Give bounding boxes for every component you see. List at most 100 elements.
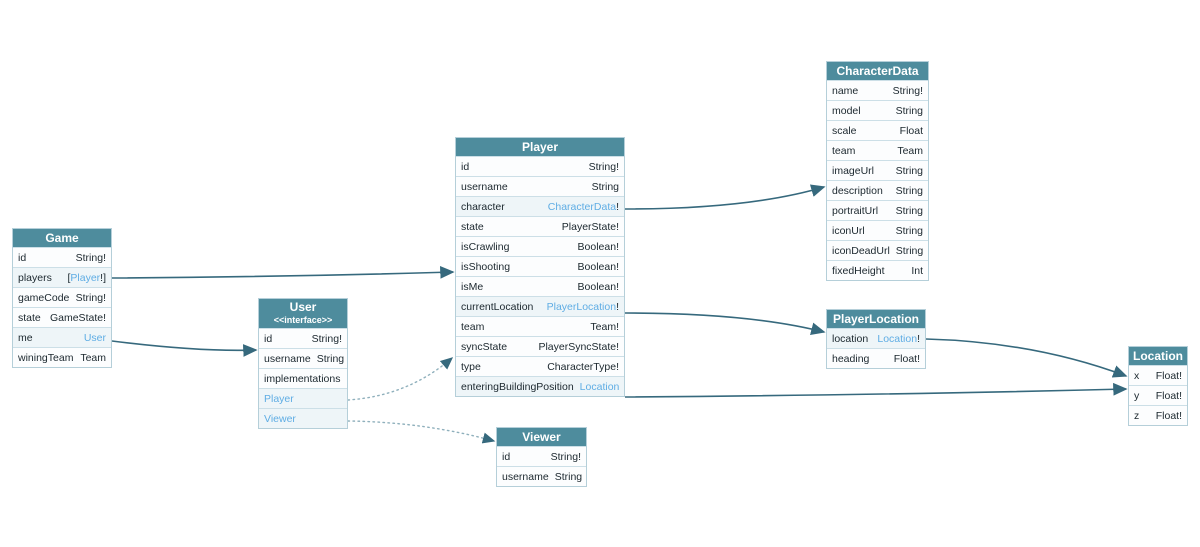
type-link[interactable]: Player	[70, 271, 101, 284]
edge-player-enteringposition-to-location	[624, 382, 1128, 398]
field-type: Location	[579, 377, 620, 396]
field-row-player-currentLocation[interactable]: currentLocation PlayerLocation!	[456, 296, 624, 316]
field-type: String	[555, 467, 582, 486]
field-name: currentLocation	[461, 300, 534, 313]
field-row-viewer-username: username String	[497, 466, 586, 486]
field-type: String!	[312, 329, 342, 348]
field-type: Float!	[893, 349, 920, 368]
type-link[interactable]: CharacterData	[547, 200, 617, 213]
field-row-player-isShooting: isShooting Boolean!	[456, 256, 624, 276]
field-type: String!	[589, 157, 619, 176]
type-text: String	[895, 244, 924, 257]
field-name: name	[832, 84, 859, 97]
type-text: Team!	[590, 320, 619, 333]
type-text: Float!	[893, 352, 920, 365]
type-node-header-player[interactable]: Player	[456, 138, 624, 156]
type-text: PlayerState!	[561, 220, 619, 233]
field-name: id	[461, 160, 470, 173]
type-node-header-game[interactable]: Game	[13, 229, 111, 247]
field-row-user-Viewer[interactable]: Viewer	[259, 408, 347, 428]
type-node-header-user[interactable]: User<<interface>>	[259, 299, 347, 328]
type-text: String	[895, 184, 923, 197]
field-type: Boolean!	[578, 257, 619, 276]
field-row-game-me[interactable]: me User	[13, 327, 111, 347]
field-row-characterdata-iconDeadUrl: iconDeadUrl String	[827, 240, 928, 260]
field-name: username	[461, 180, 508, 193]
field-name: username	[502, 470, 549, 483]
field-name: iconUrl	[832, 224, 865, 237]
field-row-user-Player[interactable]: Player	[259, 388, 347, 408]
type-text: String!	[75, 291, 106, 304]
field-name: z	[1134, 409, 1140, 422]
field-name: scale	[832, 124, 857, 137]
field-type: [Player!]	[67, 268, 106, 287]
type-node-header-characterdata[interactable]: CharacterData	[827, 62, 928, 80]
field-row-player-character[interactable]: character CharacterData!	[456, 196, 624, 216]
type-text: !	[616, 200, 619, 213]
field-name: description	[832, 184, 883, 197]
field-name: heading	[832, 352, 870, 365]
field-type: Location!	[877, 329, 920, 348]
field-type: Int	[911, 261, 923, 280]
type-text: Boolean!	[577, 240, 619, 253]
field-name: me	[18, 331, 33, 344]
type-text: !]	[100, 271, 106, 284]
type-text: CharacterType!	[547, 360, 619, 373]
field-name: iconDeadUrl	[832, 244, 890, 257]
field-type: String!	[892, 81, 923, 100]
field-name: id	[18, 251, 27, 264]
field-type: Team	[80, 348, 106, 367]
type-name: User	[289, 300, 317, 314]
type-link[interactable]: Location	[877, 332, 918, 345]
field-name: team	[832, 144, 856, 157]
field-type: String	[316, 349, 345, 368]
field-type: Float	[900, 121, 923, 140]
field-type: CharacterData!	[547, 197, 619, 216]
field-row-game-players[interactable]: players[Player!]	[13, 267, 111, 287]
type-text: Float!	[1155, 369, 1182, 382]
implementation-link[interactable]: Viewer	[264, 412, 296, 425]
type-text: String	[316, 352, 345, 365]
type-text: String!	[892, 84, 923, 97]
type-text: PlayerSyncState!	[538, 340, 619, 353]
field-name: isShooting	[461, 260, 511, 273]
type-text: String	[895, 164, 923, 177]
type-node-header-viewer[interactable]: Viewer	[497, 428, 586, 446]
field-name: state	[18, 311, 41, 324]
implementation-link[interactable]: Player	[264, 392, 294, 405]
field-type: PlayerState!	[561, 217, 619, 236]
field-type: Team	[897, 141, 923, 160]
type-node-header-location[interactable]: Location	[1129, 347, 1187, 365]
type-node-header-playerlocation[interactable]: PlayerLocation	[827, 310, 925, 328]
field-type: String	[896, 101, 923, 120]
field-type: CharacterType!	[547, 357, 619, 376]
type-text: !	[616, 300, 619, 313]
field-name: character	[461, 200, 505, 213]
type-text: Int	[911, 264, 923, 277]
field-name: syncState	[461, 340, 508, 353]
type-link[interactable]: Location	[579, 380, 620, 393]
type-link[interactable]: User	[83, 331, 106, 344]
type-link[interactable]: PlayerLocation	[546, 300, 617, 313]
